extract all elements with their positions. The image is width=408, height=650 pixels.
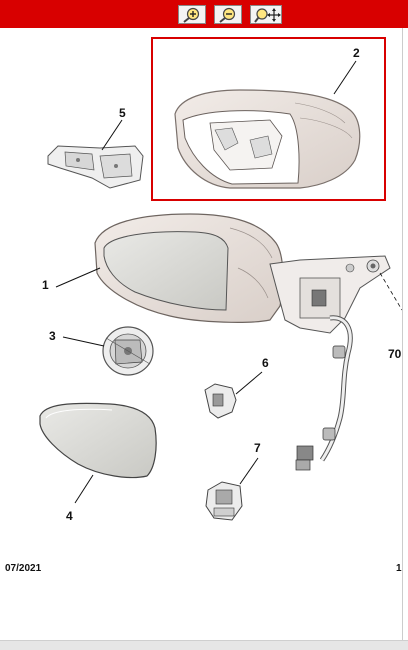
- callout-4: 4: [66, 509, 73, 523]
- footer-page-number: 1: [396, 563, 402, 574]
- page-edge: [402, 28, 408, 640]
- viewer-bottom-bar: [0, 640, 408, 650]
- viewer-toolbar: [0, 0, 408, 29]
- zoom-out-button[interactable]: [214, 5, 242, 24]
- callout-70: 70: [388, 347, 402, 361]
- callout-2: 2: [353, 46, 360, 60]
- part-1-mirror-assembly[interactable]: [94, 213, 402, 471]
- part-4-mirror-glass[interactable]: [39, 402, 157, 479]
- part-3-mirror-actuator[interactable]: [102, 326, 154, 376]
- footer-date: 07/2021: [5, 563, 42, 574]
- part-7-sensor[interactable]: [205, 481, 243, 521]
- zoom-in-button[interactable]: [178, 5, 206, 24]
- zoom-in-icon: [183, 7, 200, 23]
- callout-6: 6: [262, 356, 269, 370]
- zoom-move-icon: [254, 8, 281, 23]
- callout-1: 1: [42, 278, 49, 292]
- part-5-bracket[interactable]: [47, 145, 144, 189]
- part-6-connector[interactable]: [204, 383, 237, 419]
- exploded-parts-diagram: [39, 37, 402, 521]
- part-2-mirror-cover[interactable]: [174, 89, 361, 189]
- part-2-highlight-box: [151, 37, 386, 201]
- callout-7: 7: [254, 441, 261, 455]
- zoom-out-icon: [219, 7, 236, 23]
- callout-3: 3: [49, 329, 56, 343]
- parts-diagram-page: 2 5 1 3 70 6 7 4 07/2021 1: [0, 28, 408, 640]
- callout-5: 5: [119, 106, 126, 120]
- zoom-pan-button[interactable]: [250, 5, 282, 24]
